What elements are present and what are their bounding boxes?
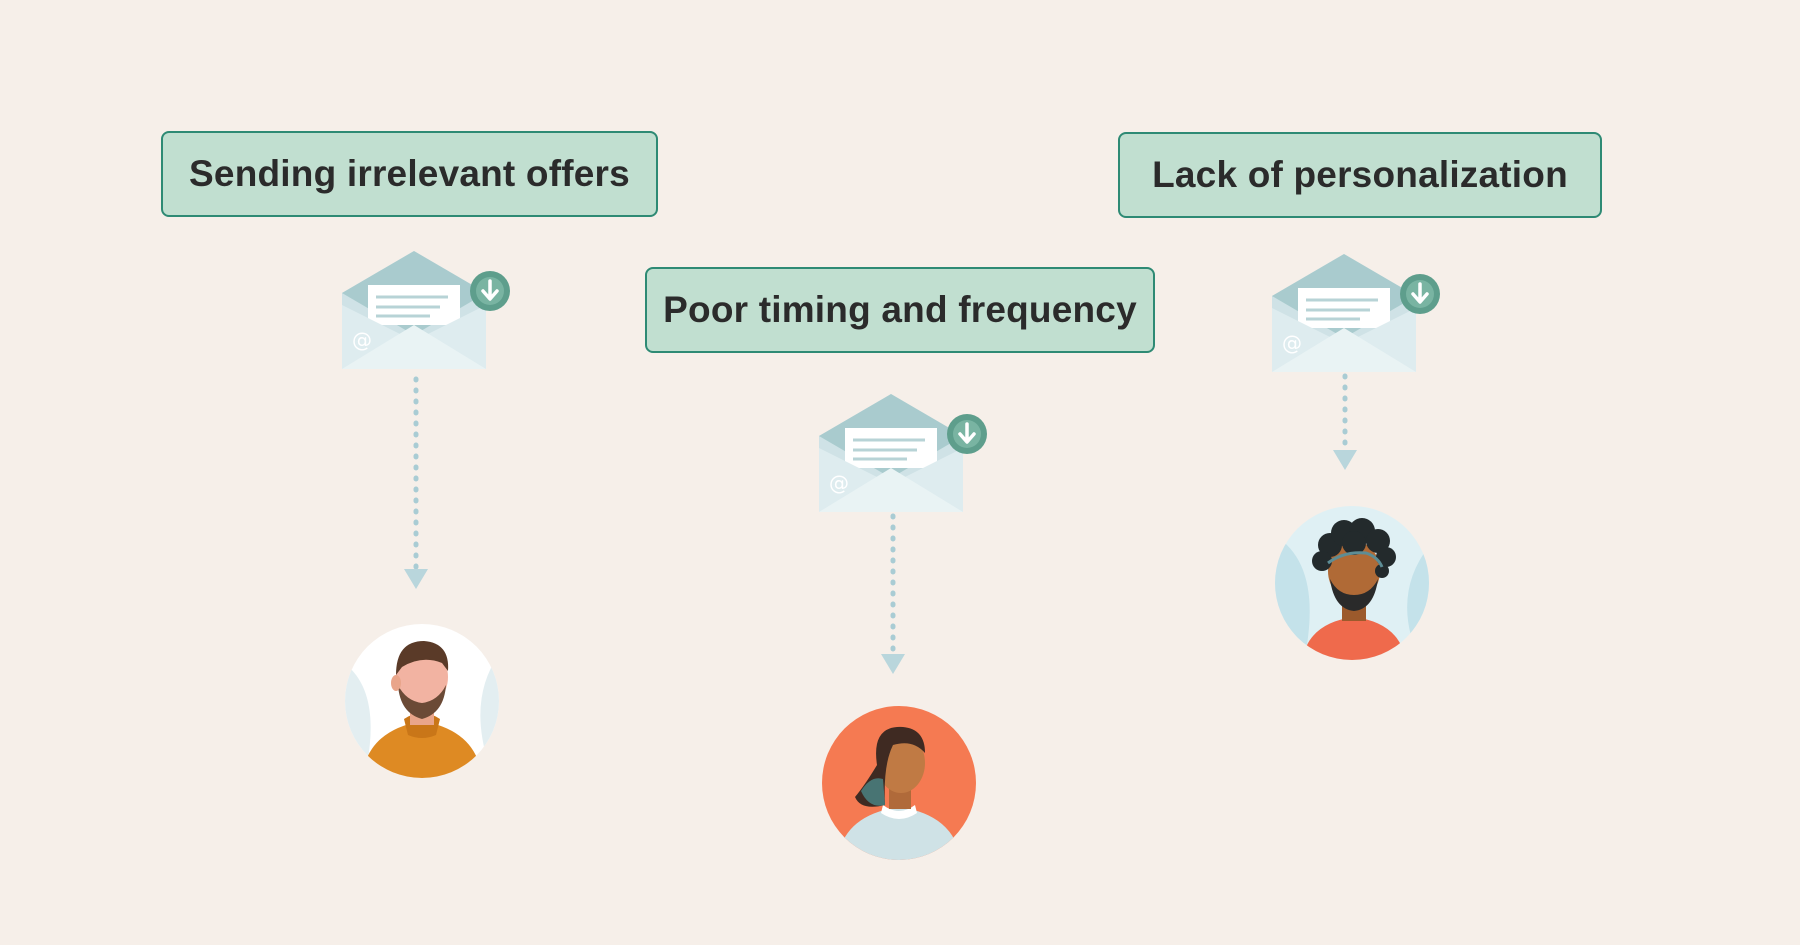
- label-poor-timing: Poor timing and frequency: [645, 267, 1155, 353]
- dotted-arrow-connector: [404, 376, 428, 589]
- label-poor-timing-text: Poor timing and frequency: [663, 289, 1137, 330]
- open-envelope-icon: @: [819, 394, 987, 512]
- dotted-arrow-connector: [1333, 373, 1357, 470]
- bearded-man-avatar: [345, 624, 499, 778]
- open-envelope-icon: @: [342, 251, 510, 369]
- curly-haired-man-avatar: [1275, 506, 1429, 660]
- svg-text:@: @: [1282, 331, 1302, 355]
- label-irrelevant-offers: Sending irrelevant offers: [161, 131, 658, 217]
- svg-text:@: @: [352, 328, 372, 352]
- label-irrelevant-offers-text: Sending irrelevant offers: [189, 153, 630, 194]
- label-lack-personalization: Lack of personalization: [1118, 132, 1602, 218]
- label-lack-personalization-text: Lack of personalization: [1152, 154, 1568, 195]
- svg-text:@: @: [829, 471, 849, 495]
- open-envelope-icon: @: [1272, 254, 1440, 372]
- woman-avatar: [822, 706, 976, 860]
- dotted-arrow-connector: [881, 513, 905, 674]
